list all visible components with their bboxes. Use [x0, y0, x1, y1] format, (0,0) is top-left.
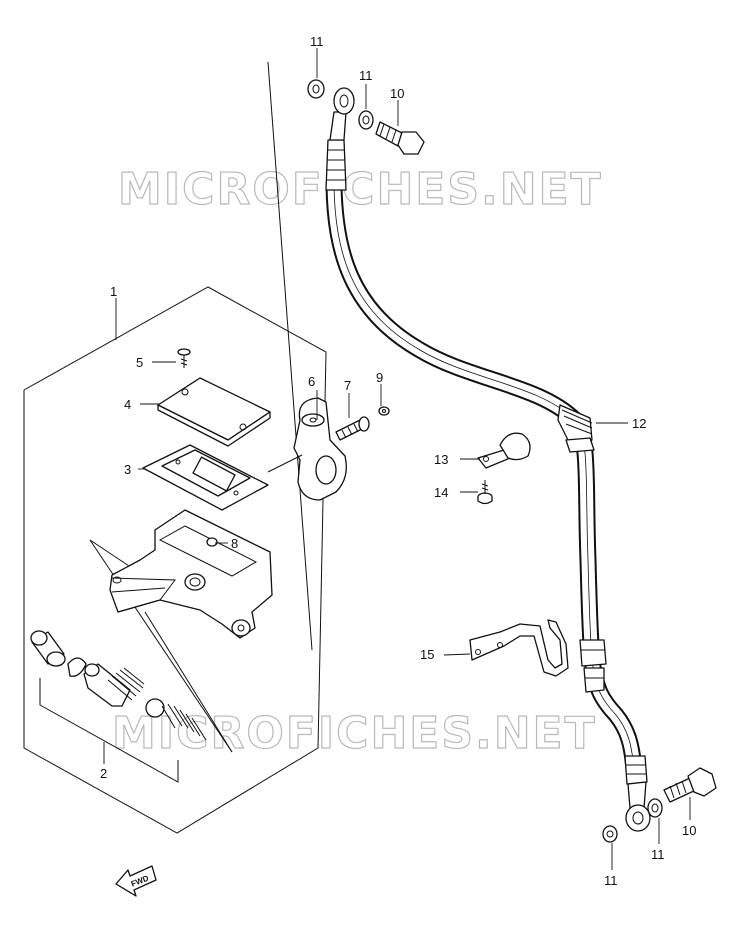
reservoir-cap-part-4[interactable] [157, 377, 271, 447]
brake-hose-part-12[interactable] [325, 176, 643, 779]
callout-6: 6 [308, 374, 315, 389]
callout-11-bottom-right: 11 [651, 847, 665, 862]
forward-direction-arrow: FWD [115, 865, 157, 897]
callout-11-top-right: 11 [359, 68, 373, 83]
callout-11-bottom-left: 11 [604, 873, 618, 888]
holder-part-6[interactable] [267, 397, 347, 501]
callout-2: 2 [100, 766, 107, 781]
screw-part-5[interactable] [177, 348, 191, 368]
watermark-bottom: MICROFICHES.NET [112, 708, 597, 759]
diaphragm-part-3[interactable] [142, 444, 269, 511]
callout-14: 14 [434, 485, 448, 500]
watermark-top: MICROFICHES.NET [118, 164, 603, 215]
bracket-part-15[interactable] [469, 619, 569, 677]
callout-10-top: 10 [390, 86, 404, 101]
callout-5: 5 [136, 355, 143, 370]
callout-7: 7 [344, 378, 351, 393]
callout-15: 15 [420, 647, 434, 662]
callout-12: 12 [632, 416, 646, 431]
hose-joint-part-12[interactable] [557, 404, 595, 453]
bolt-part-7[interactable] [335, 416, 370, 441]
callout-4: 4 [124, 397, 131, 412]
washer-part-11-top-right[interactable] [358, 110, 374, 130]
hose-joint-lower[interactable] [579, 639, 607, 693]
callout-8: 8 [231, 536, 238, 551]
washer-part-11-bottom-left[interactable] [602, 825, 618, 843]
union-bolt-part-10-top[interactable] [375, 121, 425, 155]
piston-set-part-2[interactable] [30, 630, 207, 783]
bolt-part-14[interactable] [477, 480, 493, 505]
callout-11-top-left: 11 [310, 34, 324, 49]
plug-part-8[interactable] [206, 537, 218, 547]
master-cylinder-body[interactable] [109, 509, 273, 639]
banjo-fitting-top[interactable] [325, 87, 355, 191]
leader-lines [103, 48, 691, 870]
callout-3: 3 [124, 462, 131, 477]
callout-1: 1 [110, 284, 117, 299]
callout-13: 13 [434, 452, 448, 467]
nut-part-9[interactable] [378, 406, 390, 416]
union-bolt-part-10-bottom[interactable] [663, 767, 717, 803]
callout-9: 9 [376, 370, 383, 385]
washer-part-11-top-left[interactable] [307, 79, 325, 99]
callout-10-bottom: 10 [682, 823, 696, 838]
callout-labels: 1 2 3 4 5 6 7 8 9 10 10 11 11 11 11 12 1… [100, 34, 696, 888]
clamp-part-13[interactable] [477, 432, 531, 469]
banjo-fitting-bottom[interactable] [624, 755, 651, 832]
washer-part-11-bottom-right[interactable] [647, 798, 663, 818]
